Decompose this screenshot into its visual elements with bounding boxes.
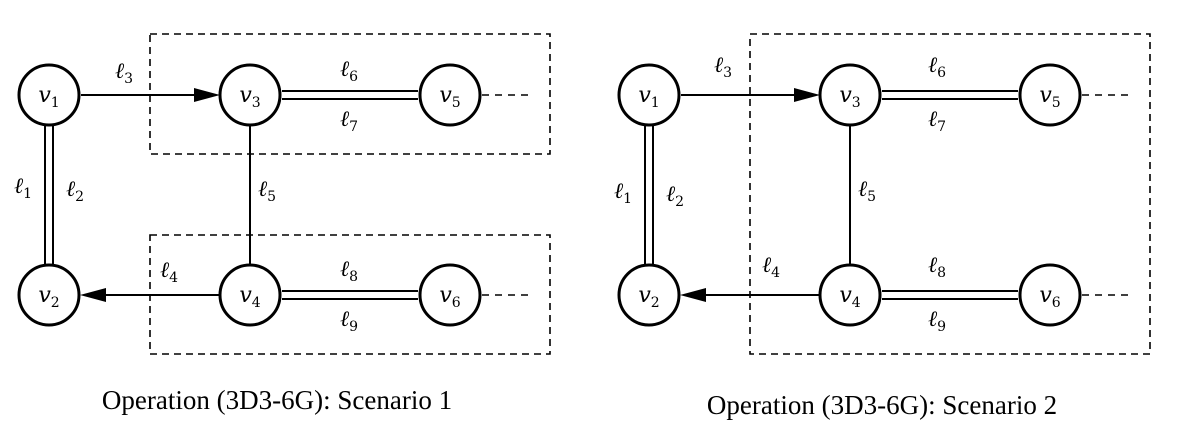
edge-label-l2: ℓ2	[666, 182, 684, 210]
edge-label-l8: ℓ8	[340, 257, 358, 285]
panel-scenario-1: v1 v2 v3 v4 v5 v6 ℓ1 ℓ2 ℓ3 ℓ4 ℓ5 ℓ6 ℓ7 ℓ…	[14, 33, 551, 415]
edge-label-l1: ℓ1	[614, 179, 632, 207]
node-v4: v4	[218, 263, 282, 327]
svg-text:v2: v2	[638, 283, 659, 311]
edge-label-l7: ℓ7	[928, 107, 946, 135]
edge-label-l1: ℓ1	[14, 174, 32, 202]
svg-text:v2: v2	[38, 283, 59, 311]
svg-text:v5: v5	[1039, 83, 1060, 111]
caption-scenario-1: Operation (3D3-6G): Scenario 1	[102, 385, 452, 415]
svg-text:v6: v6	[1039, 283, 1060, 311]
node-v4: v4	[818, 263, 882, 327]
panel-scenario-2: v1 v2 v3 v4 v5 v6 ℓ1 ℓ2 ℓ3 ℓ4 ℓ5 ℓ6 ℓ7 ℓ…	[614, 33, 1151, 420]
edge-l4-arrowhead	[80, 288, 106, 302]
edge-label-l5: ℓ5	[258, 177, 276, 205]
node-v6: v6	[1018, 263, 1082, 327]
edge-label-l9: ℓ9	[340, 307, 358, 335]
node-v5: v5	[1018, 63, 1082, 127]
node-v2: v2	[17, 263, 81, 327]
node-v1: v1	[17, 63, 81, 127]
node-v6: v6	[418, 263, 482, 327]
edge-l3-arrowhead	[194, 88, 220, 102]
edge-l3-arrowhead	[794, 88, 820, 102]
svg-text:v3: v3	[239, 83, 260, 111]
edge-label-l8: ℓ8	[928, 253, 946, 281]
edge-label-l4: ℓ4	[762, 253, 780, 281]
group-box-top	[149, 33, 551, 155]
svg-text:v3: v3	[839, 83, 860, 111]
svg-text:v1: v1	[38, 83, 59, 111]
node-v3: v3	[218, 63, 282, 127]
node-v3: v3	[818, 63, 882, 127]
edge-label-l7: ℓ7	[340, 107, 358, 135]
edge-l4-arrowhead	[680, 288, 706, 302]
svg-text:v1: v1	[638, 83, 659, 111]
svg-text:v6: v6	[439, 283, 460, 311]
node-v1: v1	[617, 63, 681, 127]
caption-scenario-2: Operation (3D3-6G): Scenario 2	[707, 390, 1057, 420]
edge-label-l2: ℓ2	[66, 177, 84, 205]
svg-text:v4: v4	[839, 283, 860, 311]
edge-label-l3: ℓ3	[714, 53, 732, 81]
node-v2: v2	[617, 263, 681, 327]
edge-label-l6: ℓ6	[928, 53, 946, 81]
edge-label-l3: ℓ3	[115, 59, 133, 87]
svg-text:v4: v4	[239, 283, 260, 311]
edge-label-l4: ℓ4	[160, 258, 178, 286]
edge-label-l6: ℓ6	[340, 57, 358, 85]
edge-label-l9: ℓ9	[928, 307, 946, 335]
group-box	[749, 33, 1151, 355]
edge-label-l5: ℓ5	[858, 177, 876, 205]
node-v5: v5	[418, 63, 482, 127]
svg-text:v5: v5	[439, 83, 460, 111]
